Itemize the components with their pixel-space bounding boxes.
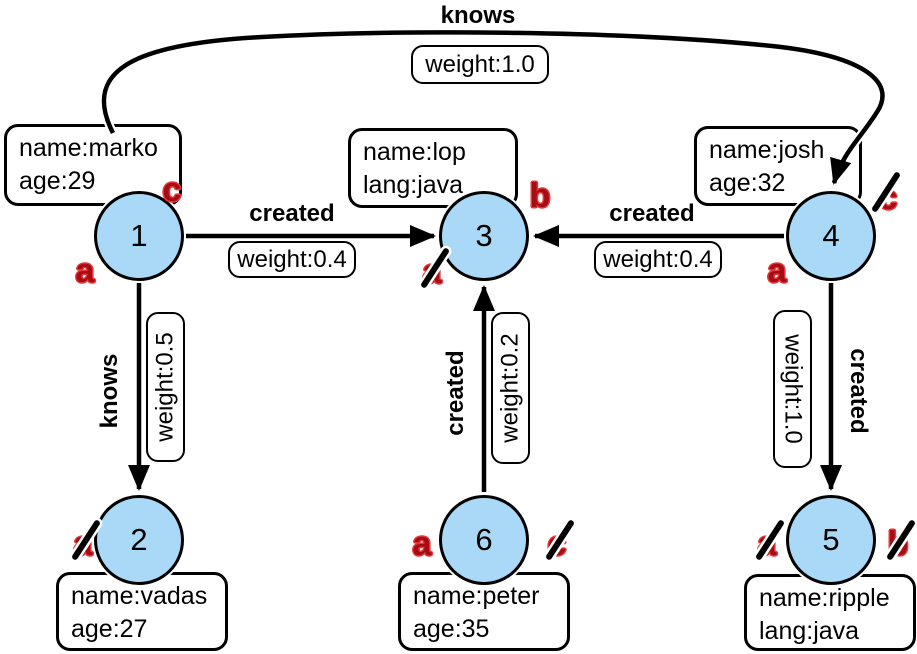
weight-text: weight:0.4 — [603, 245, 713, 273]
edge-label-marko-knows-vadas: knows — [96, 353, 123, 429]
property-line: lang:java — [363, 171, 464, 199]
edge-weight-peter-created-lop: weight:0.2 — [491, 312, 530, 464]
vertex-4-id: 4 — [822, 218, 840, 253]
edge-label-marko-knows-josh: knows — [440, 2, 516, 29]
properties-ripple: name:ripple lang:java — [744, 574, 916, 651]
vertex-6: 6 — [439, 495, 529, 585]
edge-weight-marko-knows-vadas: weight:0.5 — [146, 312, 185, 462]
step-marker-a-vertex-1: a — [75, 252, 95, 290]
edge-weight-marko-created-lop: weight:0.4 — [228, 241, 356, 278]
weight-text: weight:1.0 — [425, 50, 535, 78]
vertex-5-id: 5 — [822, 522, 840, 557]
edge-weight-marko-knows-josh: weight:1.0 — [411, 45, 549, 84]
weight-text: weight:0.4 — [237, 245, 347, 273]
property-line: lang:java — [759, 617, 860, 645]
edge-label-marko-created-lop: created — [249, 200, 335, 227]
property-line: name:lop — [363, 138, 466, 166]
edge-weight-josh-created-ripple: weight:1.0 — [773, 310, 812, 468]
property-line: age:35 — [413, 615, 490, 643]
vertex-4: 4 — [786, 191, 876, 281]
property-line: name:marko — [19, 134, 158, 162]
vertex-2: 2 — [94, 495, 184, 585]
edge-line-marko-knows-josh — [101, 30, 885, 185]
step-marker-a-vertex-4: a — [767, 252, 787, 290]
edge-strokes — [101, 30, 885, 492]
property-line: age:32 — [709, 169, 786, 197]
step-marker-a-vertex-6: a — [412, 525, 432, 563]
property-line: name:ripple — [759, 584, 890, 612]
vertex-2-id: 2 — [130, 522, 148, 557]
property-line: name:josh — [709, 136, 825, 164]
vertex-3-id: 3 — [475, 218, 493, 253]
vertex-6-id: 6 — [475, 522, 493, 557]
vertex-1-id: 1 — [130, 218, 148, 253]
edge-weight-josh-created-lop: weight:0.4 — [594, 241, 722, 278]
weight-text: weight:1.0 — [779, 334, 807, 444]
vertex-5: 5 — [786, 495, 876, 585]
edge-label-josh-created-lop: created — [609, 200, 695, 227]
weight-text: weight:0.2 — [496, 333, 524, 443]
weight-text: weight:0.5 — [151, 332, 179, 442]
edge-label-josh-created-ripple: created — [845, 348, 872, 434]
property-line: age:29 — [19, 167, 96, 195]
vertex-3: 3 — [439, 191, 529, 281]
vertex-1: 1 — [94, 191, 184, 281]
properties-peter: name:peter age:35 — [398, 572, 570, 651]
step-marker-c-vertex-1: c — [162, 171, 182, 209]
property-line: age:27 — [71, 615, 148, 643]
properties-marko: name:marko age:29 — [4, 124, 182, 206]
property-line: name:vadas — [71, 582, 208, 610]
step-marker-b-vertex-3: b — [529, 177, 551, 215]
property-line: name:peter — [413, 582, 540, 610]
edge-label-peter-created-lop: created — [442, 350, 469, 436]
